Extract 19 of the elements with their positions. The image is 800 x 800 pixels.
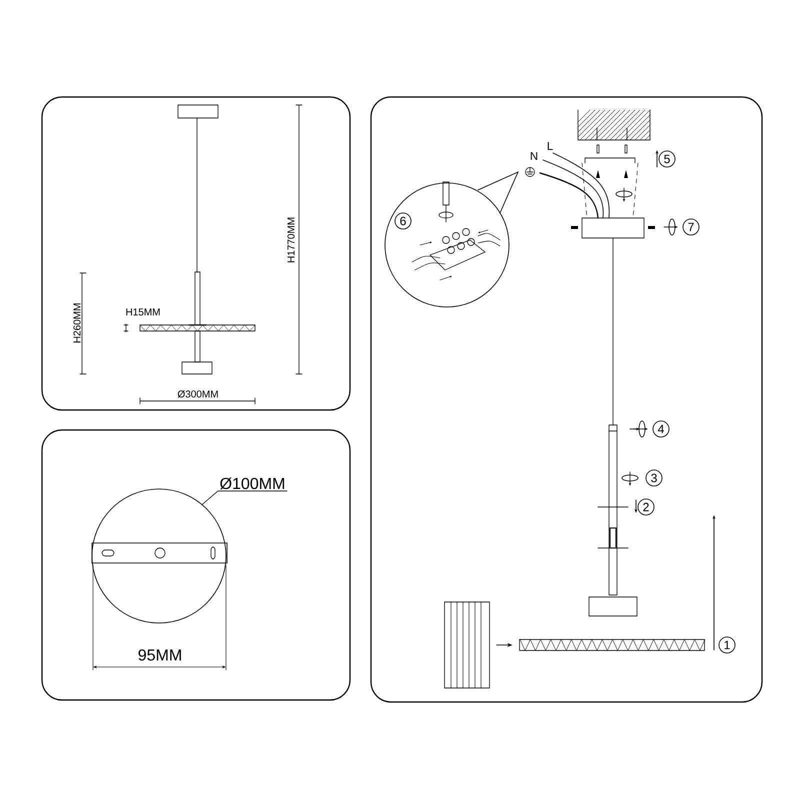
wire-label: N (530, 152, 538, 160)
wire-label: L (548, 142, 553, 150)
callout-number: 5 (658, 150, 676, 168)
dimension-label: Ø100MM (220, 478, 284, 490)
callout-number: 6 (394, 212, 412, 230)
callout-number: 4 (652, 420, 670, 438)
leader-line (202, 490, 288, 505)
callout-number: 3 (646, 470, 662, 486)
callout-number: 2 (638, 498, 654, 516)
callout-number: 7 (682, 218, 700, 236)
dimension-label: H260MM (73, 304, 81, 342)
ceiling-plate-drawing (92, 488, 228, 624)
dimension-label: H1770MM (287, 218, 295, 262)
dimension-label: Ø300MM (178, 390, 218, 398)
dimension-label: H15MM (126, 308, 160, 316)
folded-diffuser-drawing (444, 602, 490, 688)
diffuser-strip-drawing (519, 639, 706, 651)
callout-number: 1 (718, 636, 736, 654)
dimension-label: 95MM (138, 649, 181, 661)
